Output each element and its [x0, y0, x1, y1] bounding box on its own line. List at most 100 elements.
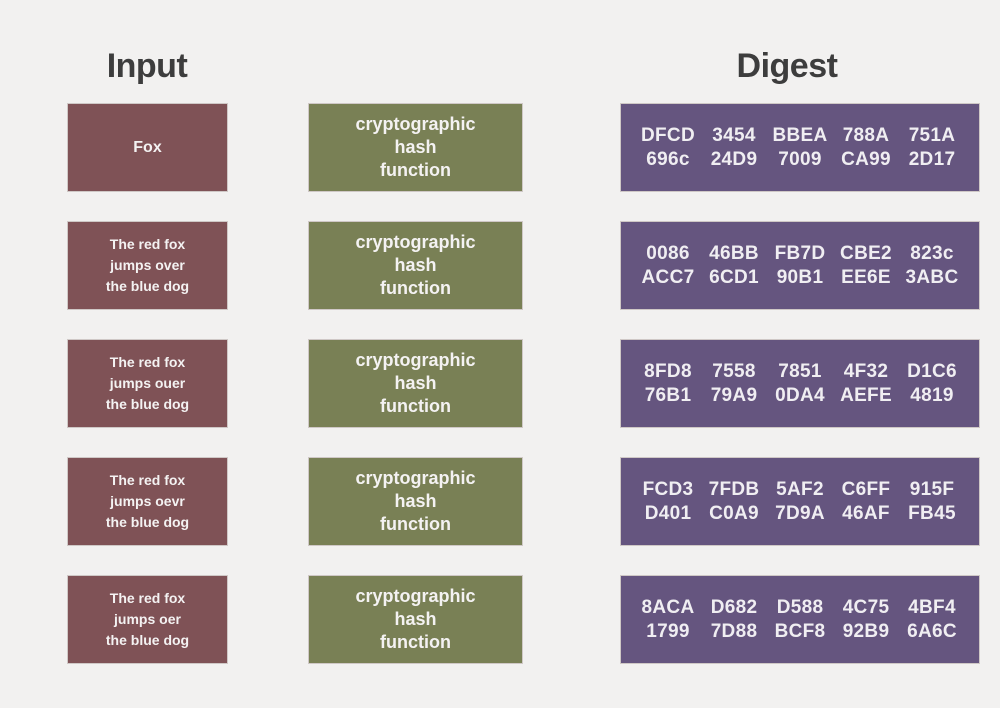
input-line: The red fox — [109, 590, 186, 606]
hash-function-box: cryptographic hash function — [308, 457, 523, 546]
input-box: The red fox jumps ouer the blue dog — [67, 339, 228, 428]
digest-hex-group: 8FD8 — [644, 360, 692, 382]
column-header-digest: Digest — [736, 47, 838, 85]
digest-hex-group: 2D17 — [908, 148, 956, 170]
input-box: The red fox jumps oer the blue dog — [67, 575, 228, 664]
digest-hex-group: 1799 — [646, 620, 690, 642]
digest-hex-group: 90B1 — [776, 266, 824, 288]
input-box: Fox — [67, 103, 228, 192]
input-line: Fox — [133, 139, 162, 156]
input-line: the blue dog — [105, 632, 190, 648]
hash-line-2: hash — [394, 137, 437, 157]
digest-hex-group: 7851 — [778, 360, 822, 382]
digest-hex-group: 4BF4 — [908, 596, 956, 618]
hash-function-box: cryptographic hash function — [308, 339, 523, 428]
digest-hex-group: C0A9 — [709, 502, 759, 524]
digest-hex-group: EE6E — [841, 266, 891, 288]
digest-box: 8ACA D682 D588 4C75 4BF4 1799 7D88 BCF8 … — [620, 575, 980, 664]
digest-hex-group: 823c — [910, 242, 954, 264]
digest-hex-group: 6CD1 — [709, 266, 759, 288]
digest-hex-group: 7D88 — [710, 620, 758, 642]
digest-hex-group: 8ACA — [641, 596, 695, 618]
digest-hex-group: CBE2 — [840, 242, 892, 264]
input-box: The red fox jumps over the blue dog — [67, 221, 228, 310]
diagram-row: The red fox jumps oer the blue dog crypt… — [0, 575, 1000, 664]
hash-line-3: function — [380, 396, 451, 416]
hash-line-3: function — [380, 514, 451, 534]
input-line: The red fox — [109, 236, 186, 252]
input-line: the blue dog — [105, 396, 190, 412]
digest-box: 0086 46BB FB7D CBE2 823c ACC7 6CD1 90B1 … — [620, 221, 980, 310]
hash-line-1: cryptographic — [355, 114, 476, 134]
digest-hex-group: C6FF — [841, 478, 891, 500]
digest-hex-group: FB7D — [774, 242, 826, 264]
diagram-row: The red fox jumps oevr the blue dog cryp… — [0, 457, 1000, 546]
hash-line-1: cryptographic — [355, 586, 476, 606]
digest-hex-group: 0DA4 — [775, 384, 825, 406]
digest-hex-group: 7D9A — [775, 502, 825, 524]
digest-hex-group: D682 — [710, 596, 758, 618]
input-text: The red fox jumps over the blue dog — [106, 234, 189, 297]
digest-hex-group: CA99 — [841, 148, 891, 170]
input-text: The red fox jumps oevr the blue dog — [106, 470, 189, 533]
hash-line-3: function — [380, 632, 451, 652]
digest-hex-group: 4F32 — [843, 360, 889, 382]
digest-hex-group: 788A — [842, 124, 890, 146]
digest-box: 8FD8 7558 7851 4F32 D1C6 76B1 79A9 0DA4 … — [620, 339, 980, 428]
hash-function-text: cryptographic hash function — [355, 231, 475, 300]
digest-hex-group: 7009 — [778, 148, 822, 170]
digest-hex-grid: DFCD 3454 BBEA 788A 751A 696c 24D9 7009 … — [635, 125, 965, 171]
digest-box: FCD3 7FDB 5AF2 C6FF 915F D401 C0A9 7D9A … — [620, 457, 980, 546]
hash-function-box: cryptographic hash function — [308, 575, 523, 664]
input-text: Fox — [133, 137, 161, 158]
hash-line-2: hash — [394, 609, 437, 629]
digest-hex-grid: 8FD8 7558 7851 4F32 D1C6 76B1 79A9 0DA4 … — [635, 361, 965, 407]
digest-hex-group: 5AF2 — [776, 478, 824, 500]
digest-hex-group: 76B1 — [644, 384, 692, 406]
hash-function-text: cryptographic hash function — [355, 467, 475, 536]
digest-hex-group: 79A9 — [710, 384, 758, 406]
hash-line-2: hash — [394, 373, 437, 393]
hash-function-text: cryptographic hash function — [355, 113, 475, 182]
diagram-row: The red fox jumps over the blue dog cryp… — [0, 221, 1000, 310]
input-line: the blue dog — [105, 514, 190, 530]
hash-function-box: cryptographic hash function — [308, 103, 523, 192]
digest-hex-group: D588 — [776, 596, 824, 618]
digest-hex-group: 751A — [908, 124, 956, 146]
hash-line-1: cryptographic — [355, 468, 476, 488]
digest-hex-group: BBEA — [772, 124, 828, 146]
input-line: The red fox — [109, 354, 186, 370]
input-text: The red fox jumps ouer the blue dog — [106, 352, 189, 415]
digest-hex-group: D1C6 — [907, 360, 957, 382]
column-header-input: Input — [106, 47, 188, 85]
digest-hex-group: FB45 — [908, 502, 956, 524]
input-line: jumps oer — [114, 611, 181, 627]
digest-hex-group: D401 — [644, 502, 692, 524]
digest-hex-group: BCF8 — [774, 620, 826, 642]
diagram-row: The red fox jumps ouer the blue dog cryp… — [0, 339, 1000, 428]
digest-hex-group: FCD3 — [642, 478, 694, 500]
digest-box: DFCD 3454 BBEA 788A 751A 696c 24D9 7009 … — [620, 103, 980, 192]
input-line: jumps over — [110, 257, 185, 273]
digest-hex-group: DFCD — [641, 124, 695, 146]
hash-line-1: cryptographic — [355, 350, 476, 370]
input-text: The red fox jumps oer the blue dog — [106, 588, 189, 651]
digest-hex-group: 915F — [909, 478, 955, 500]
digest-hex-group: 4819 — [910, 384, 954, 406]
hash-line-1: cryptographic — [355, 232, 476, 252]
digest-hex-group: 92B9 — [842, 620, 890, 642]
digest-hex-grid: 8ACA D682 D588 4C75 4BF4 1799 7D88 BCF8 … — [635, 597, 965, 643]
digest-hex-group: AEFE — [840, 384, 892, 406]
diagram-row: Fox cryptographic hash function DFCD 345… — [0, 103, 1000, 192]
digest-hex-group: 696c — [646, 148, 690, 170]
digest-hex-grid: 0086 46BB FB7D CBE2 823c ACC7 6CD1 90B1 … — [635, 243, 965, 289]
hash-line-2: hash — [394, 491, 437, 511]
input-line: The red fox — [109, 472, 186, 488]
input-line: jumps oevr — [110, 493, 185, 509]
digest-hex-group: 3ABC — [905, 266, 959, 288]
input-box: The red fox jumps oevr the blue dog — [67, 457, 228, 546]
hash-function-box: cryptographic hash function — [308, 221, 523, 310]
input-line: the blue dog — [105, 278, 190, 294]
digest-hex-group: 6A6C — [907, 620, 957, 642]
